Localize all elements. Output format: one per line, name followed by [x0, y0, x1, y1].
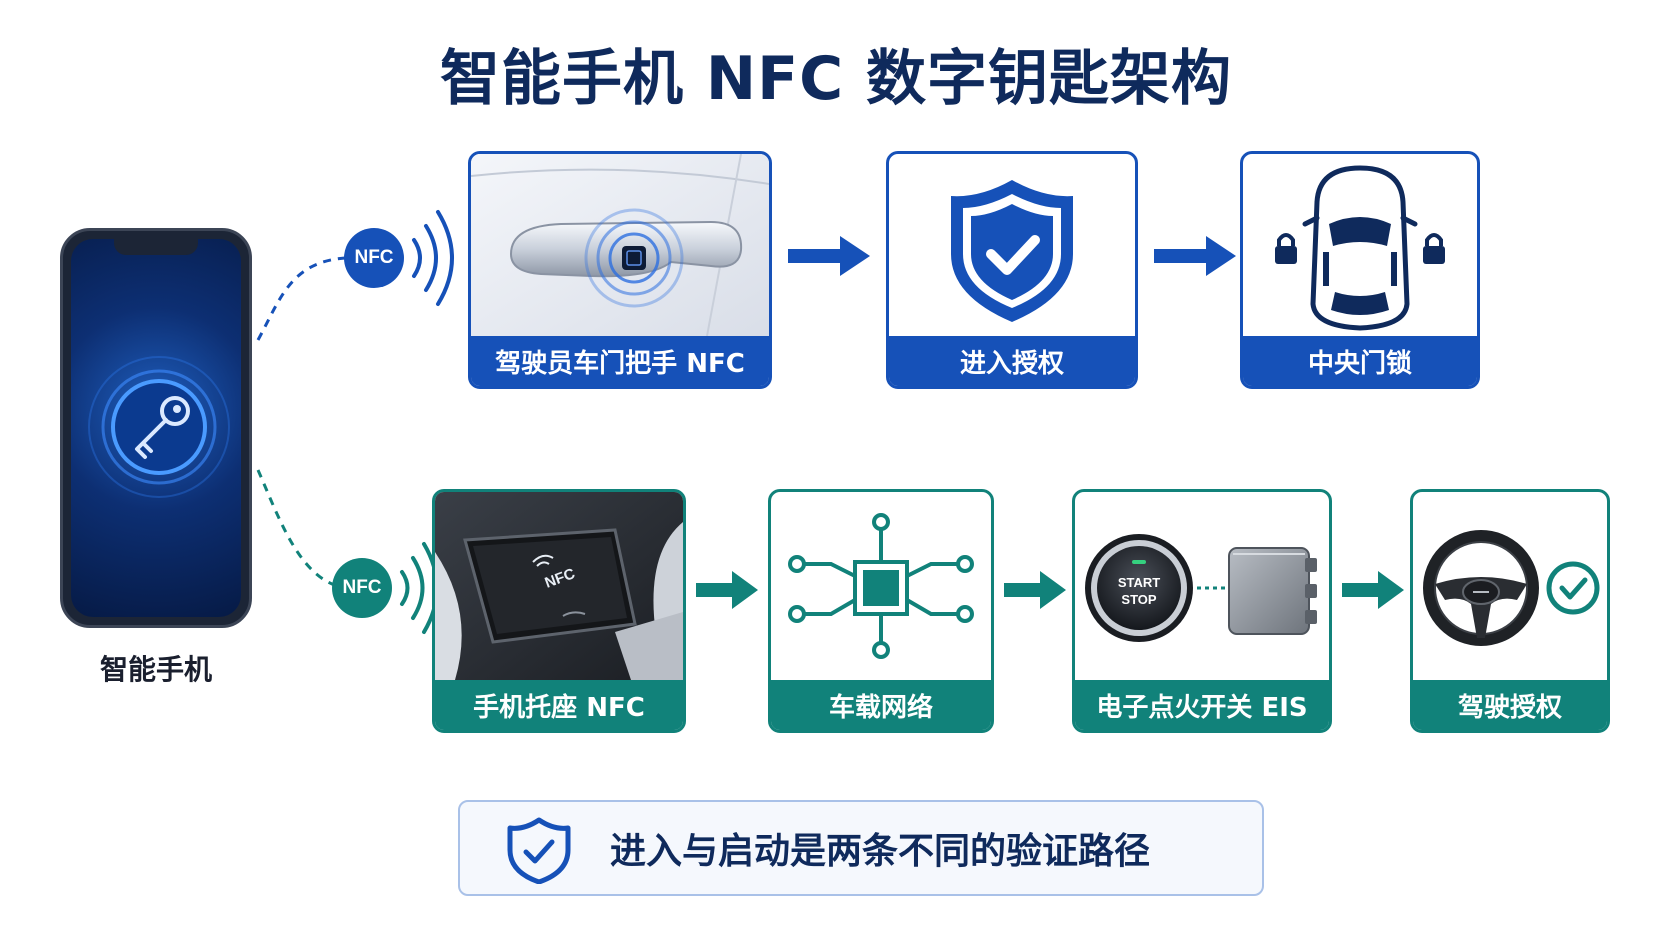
- shield-check-icon: [951, 180, 1073, 322]
- lock-icon: [1275, 233, 1297, 264]
- entry-nfc-badge: NFC: [344, 228, 404, 288]
- card-label: 手机托座 NFC: [435, 680, 683, 730]
- card-vehicle-network: 车载网络: [768, 489, 994, 733]
- card-electronic-ignition-switch: START STOP 电子点火开关 EIS: [1072, 489, 1332, 733]
- page-title: 智能手机 NFC 数字钥匙架构: [439, 44, 1232, 114]
- phone-notch: [114, 239, 198, 255]
- entry-nfc-waves-icon: [412, 210, 454, 306]
- summary-banner: 进入与启动是两条不同的验证路径: [458, 800, 1264, 896]
- arrow-right-icon: [1004, 571, 1066, 609]
- banner-text: 进入与启动是两条不同的验证路径: [610, 831, 1151, 872]
- card-driving-authorization: 驾驶授权: [1410, 489, 1610, 733]
- start-stop-button-icon: START STOP: [1085, 534, 1317, 642]
- network-chip-icon: [788, 513, 974, 659]
- arrow-right-icon: [696, 571, 758, 609]
- stop-text: STOP: [1121, 592, 1156, 607]
- card-entry-authorization: 进入授权: [886, 151, 1138, 389]
- card-label: 进入授权: [889, 336, 1135, 386]
- arrow-right-icon: [788, 236, 870, 276]
- steering-wheel-check-icon: [1423, 530, 1600, 646]
- phone-cradle-nfc-icon: NFC: [435, 492, 683, 680]
- card-label: 驾驶员车门把手 NFC: [471, 336, 769, 386]
- arrow-right-icon: [1342, 571, 1404, 609]
- start-nfc-badge: NFC: [332, 558, 392, 618]
- start-connector-line: [256, 469, 346, 590]
- arrow-right-icon: [1154, 236, 1236, 276]
- lock-icon: [1423, 233, 1445, 264]
- key-icon: [88, 356, 230, 498]
- card-label: 驾驶授权: [1413, 680, 1607, 730]
- card-door-handle-nfc: 驾驶员车门把手 NFC: [468, 151, 772, 389]
- phone-screen: [71, 239, 241, 617]
- shield-check-icon: [507, 817, 571, 884]
- door-handle-nfc-icon: [471, 154, 769, 336]
- phone-label: 智能手机: [99, 653, 212, 686]
- start-text: START: [1118, 575, 1160, 590]
- entry-connector-line: [256, 256, 346, 341]
- car-lock-icon: [1275, 165, 1445, 331]
- card-label: 电子点火开关 EIS: [1075, 680, 1329, 730]
- card-central-locking: 中央门锁: [1240, 151, 1480, 389]
- card-label: 中央门锁: [1243, 336, 1477, 386]
- ecu-module-icon: [1228, 547, 1317, 635]
- smartphone: [60, 228, 252, 628]
- card-label: 车载网络: [771, 680, 991, 730]
- card-phone-cradle-nfc: NFC 手机托座 NFC: [432, 489, 686, 733]
